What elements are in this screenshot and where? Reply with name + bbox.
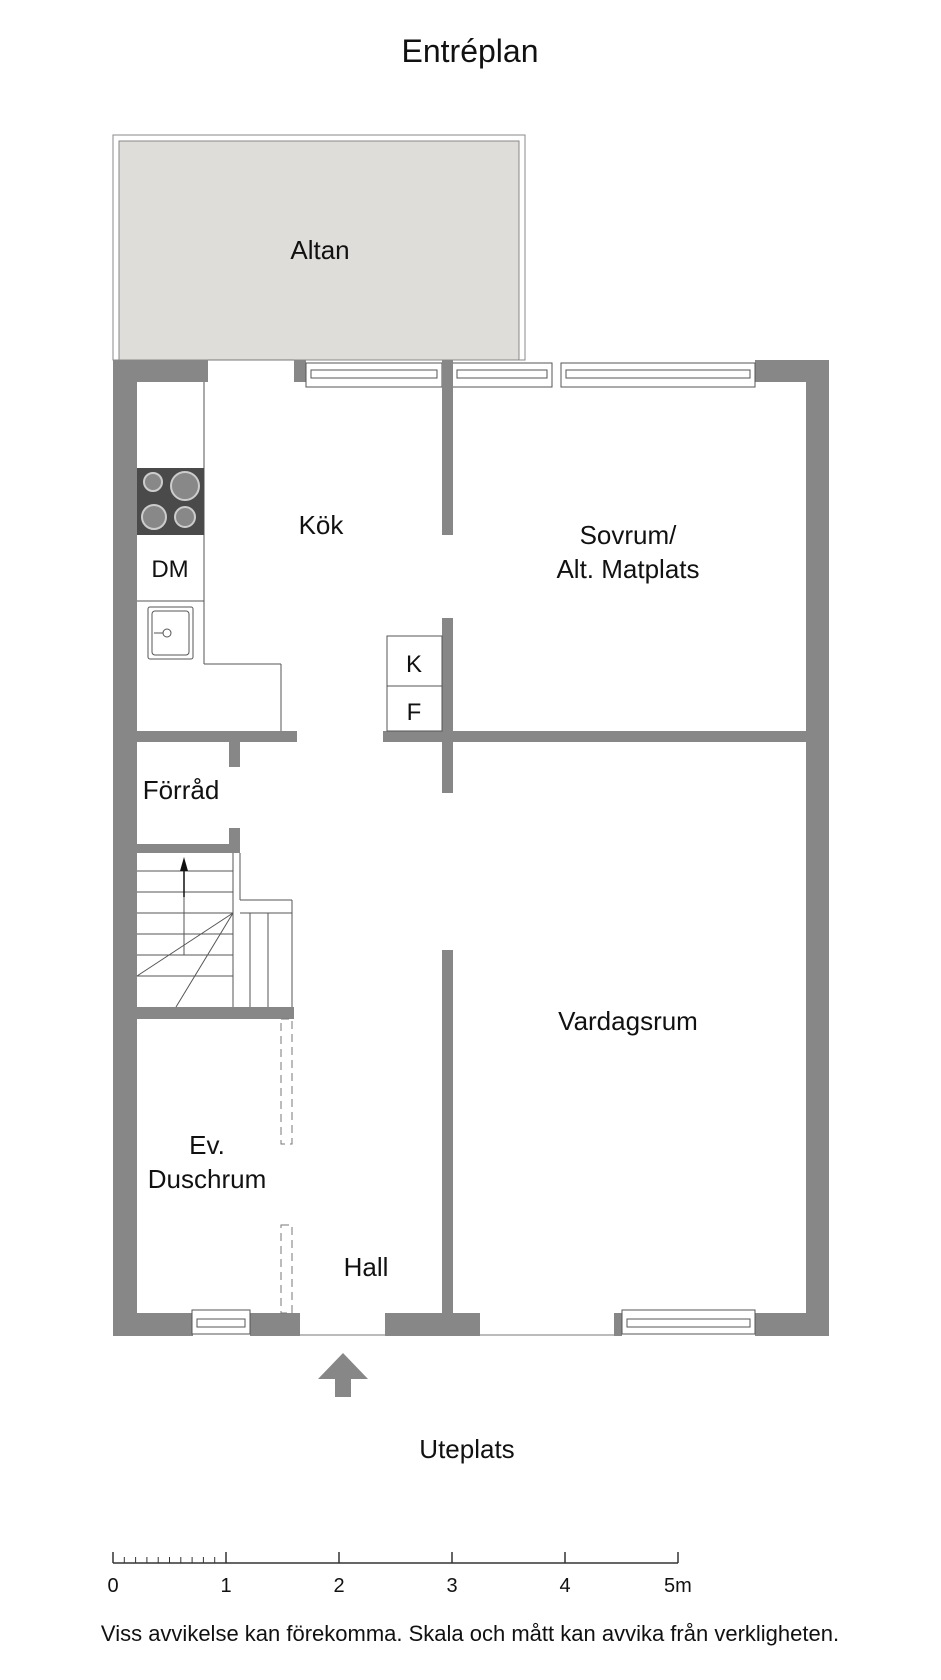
dashed-partition	[280, 1018, 293, 1314]
room-label-hall: Hall	[344, 1252, 389, 1282]
room-label-kok: Kök	[299, 510, 345, 540]
room-label-uteplats: Uteplats	[419, 1434, 514, 1464]
fridge-freezer: K F	[386, 635, 443, 732]
room-label-matplats: Alt. Matplats	[556, 554, 699, 584]
interior-walls	[137, 360, 806, 1320]
room-label-forrad: Förråd	[143, 775, 220, 805]
scale-label: 3	[446, 1575, 457, 1597]
dishwasher: DM	[137, 556, 204, 602]
staircase	[136, 853, 293, 1008]
room-label-ev: Ev.	[189, 1130, 225, 1160]
scale-label: 4	[559, 1575, 570, 1597]
room-label-duschrum: Duschrum	[148, 1164, 266, 1194]
freezer-label: F	[407, 699, 422, 726]
room-label-sovrum: Sovrum/	[580, 520, 678, 550]
stove-icon	[137, 468, 204, 535]
plan-title: Entréplan	[402, 33, 539, 69]
scale-label: 5m	[664, 1575, 692, 1597]
disclaimer-text: Viss avvikelse kan förekomma. Skala och …	[101, 1621, 839, 1646]
sink-icon	[147, 606, 194, 660]
entrance-arrow-icon	[318, 1353, 368, 1397]
stair-direction-arrow-icon	[180, 857, 188, 897]
terrace	[112, 134, 526, 361]
scale-label: 2	[333, 1575, 344, 1597]
room-label-vardagsrum: Vardagsrum	[558, 1006, 698, 1036]
scale-bar: 0 1 2 3 4 5m	[107, 1552, 692, 1597]
windows	[191, 362, 756, 1335]
exterior-walls	[113, 360, 829, 1336]
dishwasher-label: DM	[151, 556, 188, 583]
scale-label: 0	[107, 1575, 118, 1597]
scale-label: 1	[220, 1575, 231, 1597]
room-label-altan: Altan	[290, 235, 349, 265]
fridge-label: K	[406, 651, 422, 678]
threshold-lines	[208, 359, 614, 1336]
